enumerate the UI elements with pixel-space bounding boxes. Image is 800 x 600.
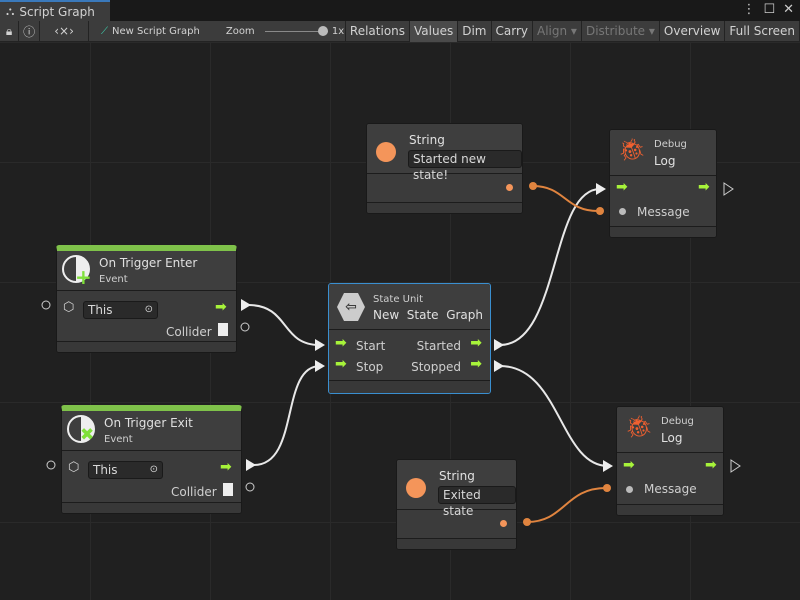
bug-icon: 🐞︎ bbox=[625, 415, 653, 440]
lock-icon[interactable]: 🔒︎ bbox=[0, 20, 20, 42]
port-label: Message bbox=[637, 205, 690, 219]
port-arrow bbox=[315, 339, 325, 351]
flow-output-arrow-icon: ➡ bbox=[215, 299, 227, 315]
string-icon bbox=[406, 478, 426, 498]
close-icon[interactable]: ✕ bbox=[783, 2, 794, 17]
node-title: String bbox=[409, 133, 445, 147]
port-arrow bbox=[494, 360, 504, 372]
node-category: Debug bbox=[654, 139, 687, 150]
overview-button[interactable]: Overview bbox=[660, 20, 726, 42]
port-arrow bbox=[241, 299, 251, 311]
variables-icon[interactable]: ‹×› bbox=[40, 20, 89, 42]
port-label-start: Start bbox=[356, 339, 386, 353]
zoom-value: 1x bbox=[328, 20, 346, 42]
string-value-input[interactable]: Exited state bbox=[438, 486, 516, 518]
port-label-started: Started bbox=[416, 339, 461, 353]
port-arrow bbox=[596, 183, 606, 195]
wire-string2-message bbox=[526, 487, 607, 523]
string-node-1[interactable]: String Started new state! bbox=[366, 123, 523, 214]
port-arrow-empty bbox=[723, 182, 734, 196]
port-label: Collider bbox=[171, 485, 217, 499]
node-title: New State Graph bbox=[373, 308, 484, 322]
port-label-stop: Stop bbox=[356, 360, 384, 374]
node-title: String bbox=[439, 469, 475, 483]
toolbar: 🔒︎ ⓘ ‹×› ⟋New Script Graph Zoom 1x Relat… bbox=[0, 20, 800, 42]
flow-input-arrow-icon: ➡ bbox=[616, 179, 628, 195]
string-output-port[interactable] bbox=[500, 520, 507, 527]
flow-output-arrow-icon: ➡ bbox=[698, 179, 710, 195]
port-arrow bbox=[246, 459, 256, 471]
flow-output-arrow-icon: ➡ bbox=[470, 335, 482, 351]
graph-node-icon: ⟋ bbox=[100, 25, 108, 37]
node-title: On Trigger Enter bbox=[99, 256, 198, 270]
flow-output-arrow-icon: ➡ bbox=[705, 457, 717, 473]
target-field[interactable]: This⊙ bbox=[88, 461, 163, 479]
string-value-input[interactable]: Started new state! bbox=[408, 150, 522, 182]
object-picker-icon[interactable]: ⊙ bbox=[144, 304, 153, 315]
port-label-stopped: Stopped bbox=[411, 360, 461, 374]
string-node-2[interactable]: String Exited state bbox=[396, 459, 517, 550]
flow-output-arrow-icon: ➡ bbox=[470, 356, 482, 372]
node-subtitle: Event bbox=[99, 274, 128, 285]
object-picker-icon[interactable]: ⊙ bbox=[149, 464, 158, 475]
zoom-label: Zoom bbox=[225, 25, 255, 37]
trigger-exit-icon bbox=[67, 415, 95, 443]
relations-button[interactable]: Relations bbox=[346, 20, 411, 42]
node-subtitle: Event bbox=[104, 434, 133, 445]
wire-started-log bbox=[499, 188, 601, 346]
gameobject-icon: ⬡ bbox=[63, 300, 75, 315]
node-category: Debug bbox=[661, 416, 694, 427]
node-title: Log bbox=[661, 431, 683, 445]
node-category: State Unit bbox=[373, 294, 424, 305]
flow-input-arrow-icon: ➡ bbox=[623, 457, 635, 473]
node-title: On Trigger Exit bbox=[104, 416, 193, 430]
zoom-slider[interactable] bbox=[264, 21, 328, 42]
string-output-port[interactable] bbox=[506, 184, 513, 191]
flow-output-arrow-icon: ➡ bbox=[220, 459, 232, 475]
on-trigger-exit-node[interactable]: ✖ On Trigger Exit Event ⬡ This⊙ ➡ Collid… bbox=[61, 405, 242, 514]
on-trigger-enter-node[interactable]: + On Trigger Enter Event ⬡ This⊙ ➡ Colli… bbox=[56, 245, 237, 353]
state-unit-node[interactable]: ⇦ State Unit New State Graph ➡ Start Sta… bbox=[328, 283, 491, 394]
wire-enter-start bbox=[247, 304, 321, 346]
wire-stopped-log bbox=[499, 365, 609, 467]
debug-log-node-2[interactable]: 🐞︎ Debug Log ➡ ➡ Message bbox=[616, 406, 724, 516]
dim-button[interactable]: Dim bbox=[458, 20, 492, 42]
message-port[interactable] bbox=[626, 486, 633, 493]
carry-button[interactable]: Carry bbox=[492, 20, 533, 42]
zoom-slider-handle[interactable] bbox=[317, 25, 328, 36]
port-arrow bbox=[494, 339, 504, 351]
port-label: Collider bbox=[166, 325, 212, 339]
state-unit-icon: ⇦ bbox=[337, 293, 365, 321]
flow-input-arrow-icon: ➡ bbox=[335, 356, 347, 372]
tab-bar: ⛬Script Graph ⋮ ☐ ✕ bbox=[0, 0, 800, 21]
flow-input-arrow-icon: ➡ bbox=[335, 335, 347, 351]
port-arrow bbox=[315, 360, 325, 372]
wire-exit-stop bbox=[253, 365, 321, 466]
trigger-enter-icon bbox=[62, 255, 90, 283]
node-title: Log bbox=[654, 154, 676, 168]
align-dropdown[interactable]: Align ▾ bbox=[533, 20, 582, 42]
maximize-icon[interactable]: ☐ bbox=[763, 2, 776, 17]
port-arrow bbox=[603, 460, 613, 472]
distribute-dropdown[interactable]: Distribute ▾ bbox=[582, 20, 660, 42]
tab-script-graph[interactable]: ⛬Script Graph bbox=[0, 0, 110, 21]
debug-log-node-1[interactable]: 🐞︎ Debug Log ➡ ➡ Message bbox=[609, 129, 717, 238]
port-label: Message bbox=[644, 482, 697, 496]
more-menu-icon[interactable]: ⋮ bbox=[742, 2, 756, 17]
bug-icon: 🐞︎ bbox=[618, 138, 646, 163]
graph-breadcrumb[interactable]: ⟋New Script Graph bbox=[100, 25, 200, 37]
message-port[interactable] bbox=[619, 208, 626, 215]
info-icon[interactable]: ⓘ bbox=[19, 20, 41, 42]
string-icon bbox=[376, 142, 396, 162]
gameobject-icon: ⬡ bbox=[68, 460, 80, 475]
graph-icon: ⛬ bbox=[6, 4, 15, 18]
target-field[interactable]: This⊙ bbox=[83, 301, 158, 319]
port-arrow-empty bbox=[730, 459, 741, 473]
values-button[interactable]: Values bbox=[410, 20, 459, 42]
document-icon bbox=[223, 483, 233, 496]
document-icon bbox=[218, 323, 228, 336]
wire-string1-message bbox=[532, 185, 599, 212]
